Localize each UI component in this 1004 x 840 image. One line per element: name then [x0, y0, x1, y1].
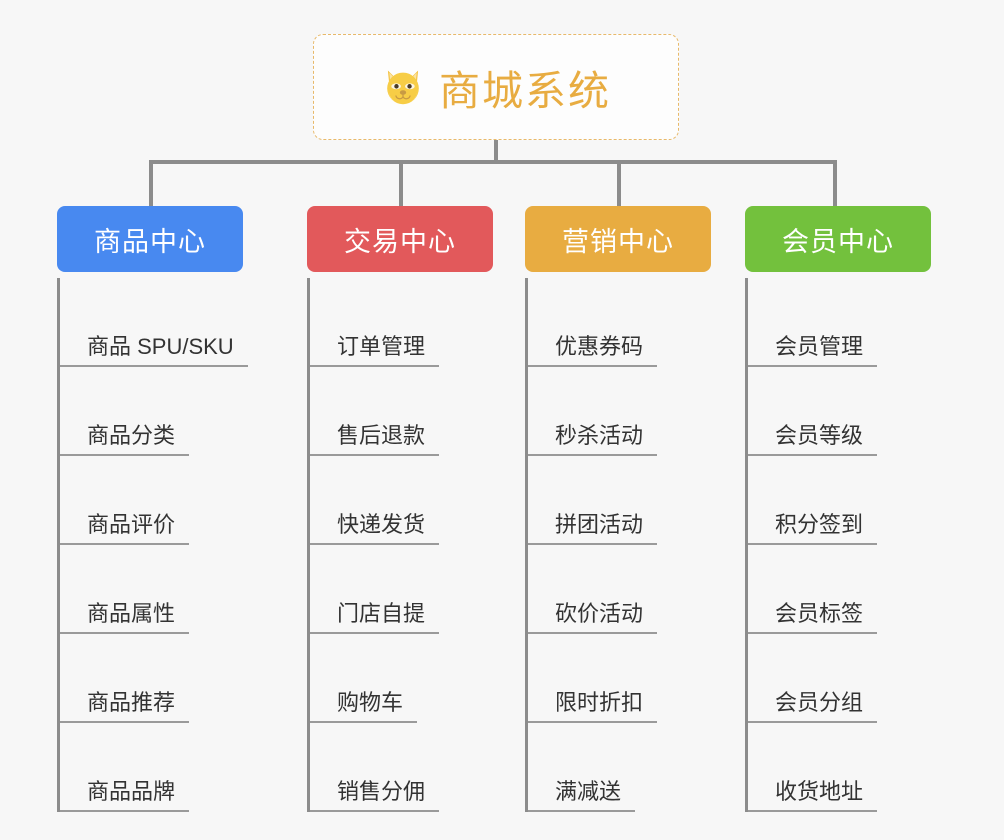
connector-drop-shangpin	[149, 160, 153, 206]
leaf-label: 会员标签	[748, 601, 878, 634]
leaf-label: 会员分组	[748, 690, 878, 723]
shiba-dog-face-icon	[381, 65, 425, 109]
connector-drop-jiaoyi	[399, 160, 403, 206]
leaf-label: 商品推荐	[60, 690, 190, 723]
list-item[interactable]: 积分签到	[748, 456, 931, 545]
leaf-label: 商品品牌	[60, 779, 190, 812]
leaf-list-shangpin: 商品 SPU/SKU 商品分类 商品评价 商品属性 商品推荐 商品品牌	[57, 278, 248, 812]
leaf-label: 商品评价	[60, 512, 190, 545]
connector-drop-yingxiao	[617, 160, 621, 206]
list-item[interactable]: 商品分类	[60, 367, 248, 456]
connector-drop-huiyuan	[833, 160, 837, 206]
leaf-label: 商品分类	[60, 423, 190, 456]
leaf-list-yingxiao: 优惠券码 秒杀活动 拼团活动 砍价活动 限时折扣 满减送	[525, 278, 711, 812]
leaf-label: 门店自提	[310, 601, 440, 634]
connector-horizontal-bus	[149, 160, 837, 164]
list-item[interactable]: 满减送	[528, 723, 711, 812]
list-item[interactable]: 商品推荐	[60, 634, 248, 723]
category-label: 会员中心	[782, 226, 894, 257]
category-header-yingxiao[interactable]: 营销中心	[525, 206, 711, 272]
list-item[interactable]: 会员等级	[748, 367, 931, 456]
leaf-label: 拼团活动	[528, 512, 658, 545]
leaf-label: 砍价活动	[528, 601, 658, 634]
list-item[interactable]: 门店自提	[310, 545, 493, 634]
list-item[interactable]: 砍价活动	[528, 545, 711, 634]
leaf-list-huiyuan: 会员管理 会员等级 积分签到 会员标签 会员分组 收货地址	[745, 278, 931, 812]
list-item[interactable]: 会员管理	[748, 278, 931, 367]
list-item[interactable]: 商品评价	[60, 456, 248, 545]
list-item[interactable]: 商品品牌	[60, 723, 248, 812]
list-item[interactable]: 收货地址	[748, 723, 931, 812]
category-header-jiaoyi[interactable]: 交易中心	[307, 206, 493, 272]
category-header-shangpin[interactable]: 商品中心	[57, 206, 243, 272]
category-header-huiyuan[interactable]: 会员中心	[745, 206, 931, 272]
list-item[interactable]: 优惠券码	[528, 278, 711, 367]
connector-root-stem	[494, 140, 498, 163]
list-item[interactable]: 限时折扣	[528, 634, 711, 723]
category-column-shangpin: 商品中心 商品 SPU/SKU 商品分类 商品评价 商品属性 商品推荐 商品品牌	[57, 206, 248, 812]
list-item[interactable]: 售后退款	[310, 367, 493, 456]
list-item[interactable]: 快递发货	[310, 456, 493, 545]
list-item[interactable]: 购物车	[310, 634, 493, 723]
leaf-label: 优惠券码	[528, 334, 658, 367]
root-node-label: 商城系统	[439, 68, 611, 114]
leaf-list-jiaoyi: 订单管理 售后退款 快递发货 门店自提 购物车 销售分佣	[307, 278, 493, 812]
list-item[interactable]: 拼团活动	[528, 456, 711, 545]
leaf-label: 积分签到	[748, 512, 878, 545]
leaf-label: 销售分佣	[310, 779, 440, 812]
leaf-label: 购物车	[310, 690, 418, 723]
category-label: 商品中心	[94, 226, 206, 257]
root-node[interactable]: 商城系统	[313, 34, 679, 140]
category-label: 交易中心	[344, 226, 456, 257]
leaf-label: 限时折扣	[528, 690, 658, 723]
category-column-huiyuan: 会员中心 会员管理 会员等级 积分签到 会员标签 会员分组 收货地址	[745, 206, 931, 812]
leaf-label: 商品 SPU/SKU	[60, 334, 248, 367]
leaf-label: 会员等级	[748, 423, 878, 456]
list-item[interactable]: 会员分组	[748, 634, 931, 723]
leaf-label: 商品属性	[60, 601, 190, 634]
list-item[interactable]: 会员标签	[748, 545, 931, 634]
leaf-label: 满减送	[528, 779, 636, 812]
list-item[interactable]: 商品属性	[60, 545, 248, 634]
category-column-jiaoyi: 交易中心 订单管理 售后退款 快递发货 门店自提 购物车 销售分佣	[307, 206, 493, 812]
leaf-label: 售后退款	[310, 423, 440, 456]
leaf-label: 秒杀活动	[528, 423, 658, 456]
leaf-label: 收货地址	[748, 779, 878, 812]
category-column-yingxiao: 营销中心 优惠券码 秒杀活动 拼团活动 砍价活动 限时折扣 满减送	[525, 206, 711, 812]
category-label: 营销中心	[562, 226, 674, 257]
list-item[interactable]: 订单管理	[310, 278, 493, 367]
leaf-label: 快递发货	[310, 512, 440, 545]
leaf-label: 会员管理	[748, 334, 878, 367]
list-item[interactable]: 秒杀活动	[528, 367, 711, 456]
list-item[interactable]: 商品 SPU/SKU	[60, 278, 248, 367]
leaf-label: 订单管理	[310, 334, 440, 367]
list-item[interactable]: 销售分佣	[310, 723, 493, 812]
